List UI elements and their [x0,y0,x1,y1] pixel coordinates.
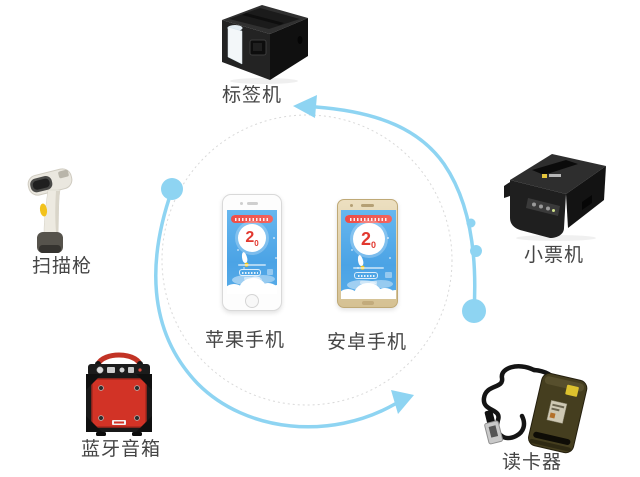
app-button-pill [354,272,379,280]
version-decimal: 0 [254,238,259,248]
dotted-circle [161,114,453,406]
trail-dot-small [466,218,476,228]
app-side-widget [267,268,273,275]
app-text-line [238,263,266,267]
bottom-arc-start-dot [161,178,183,200]
version-number: 2 [360,229,371,250]
bottom-arrowhead-icon [391,390,414,414]
clouds-illustration [341,280,396,299]
barcode-scanner-image [27,168,73,253]
android-home-button [361,301,374,305]
top-arc [314,105,477,313]
card-reader-image [481,364,588,454]
app-side-widget [385,272,392,279]
app-button-pill [239,268,261,276]
app-banner [231,215,273,224]
iphone-speaker-icon [246,202,258,205]
app-version-badge: 2 0 [238,223,266,252]
rocket-icon [356,254,364,266]
label-printer-image [222,5,308,84]
receipt-printer-label: 小票机 [523,245,584,266]
top-arrowhead-icon [293,95,317,118]
version-decimal: 0 [371,240,377,251]
app-screen: 2 0 [227,210,277,294]
iphone-home-button [245,293,259,308]
top-arc-start-dot [462,299,486,323]
app-text-line [359,281,378,284]
app-version-badge: 2 0 [352,223,385,256]
card-reader-label: 读卡器 [501,452,562,473]
clouds-illustration [227,275,277,294]
receipt-printer-image [504,154,606,241]
rocket-icon [240,251,249,264]
bottom-arc [154,188,397,429]
label-printer-label: 标签机 [221,85,282,106]
barcode-scanner-label: 扫描枪 [31,256,92,277]
android-phone-image: 2 0 [337,199,398,308]
bluetooth-speaker-image [86,352,152,436]
android-camera-icon [350,204,353,207]
app-screen: 2 0 [341,210,396,299]
android-label: 安卓手机 [326,332,407,353]
iphone-label: 苹果手机 [204,330,285,351]
version-number: 2 [245,228,255,246]
iphone-camera-icon [240,202,243,205]
app-text-line [353,266,384,270]
android-speaker-icon [361,204,374,207]
app-banner [345,215,392,224]
bluetooth-speaker-label: 蓝牙音箱 [80,439,161,460]
trail-dot-medium [470,245,482,257]
iphone-image: 2 0 [222,194,282,311]
